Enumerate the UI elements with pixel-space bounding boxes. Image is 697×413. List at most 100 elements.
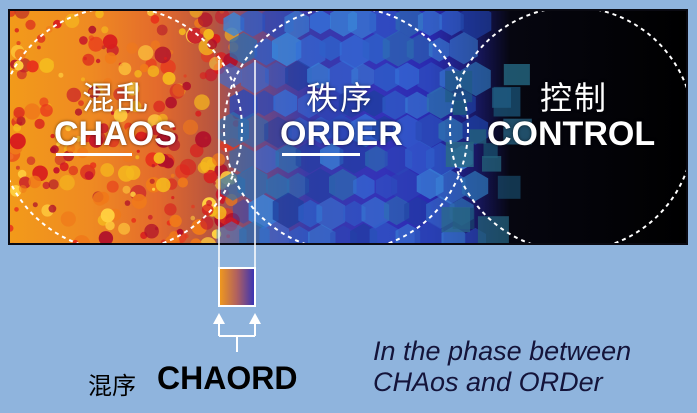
chaos-dot: [26, 156, 36, 165]
order-hexagon: [391, 168, 421, 203]
chaos-dot: [171, 196, 175, 200]
chaos-dot: [199, 72, 207, 80]
order-hexagon: [361, 196, 390, 229]
chaos-dot: [17, 169, 27, 179]
order-hexagon: [308, 224, 336, 243]
chaos-dot: [100, 208, 115, 223]
chaos-dot: [79, 36, 88, 45]
order-hexagon: [305, 168, 336, 204]
order-hexagon: [272, 32, 302, 67]
chaos-dot: [197, 161, 210, 174]
chaos-dot: [200, 237, 216, 243]
chaos-dot: [170, 173, 175, 178]
chaos-dot: [50, 133, 55, 139]
chaos-dot: [65, 125, 72, 132]
caption-line-2: CHAos and ORDer: [373, 367, 603, 397]
chaos-dot: [144, 223, 159, 239]
chaos-dot: [184, 234, 189, 239]
chaos-dot: [68, 165, 79, 176]
chaos-dot: [88, 25, 97, 34]
chaos-dot: [155, 132, 171, 148]
chaos-dot: [155, 177, 171, 193]
chaos-dot: [11, 242, 15, 243]
order-hexagon: [288, 226, 310, 243]
chaos-dot: [14, 207, 19, 212]
order-hexagon: [265, 61, 289, 89]
chaos-dot: [106, 180, 119, 193]
chaos-dot: [37, 45, 41, 50]
chaos-dot: [60, 211, 76, 227]
order-hexagon: [319, 35, 342, 61]
order-hexagon: [382, 30, 414, 67]
chaos-dot: [131, 218, 137, 223]
order-cn-label: 秩序: [306, 79, 375, 117]
chaos-dot: [10, 133, 26, 150]
order-hexagon: [343, 200, 366, 227]
chaos-dot: [25, 19, 36, 30]
chaos-dot: [203, 169, 217, 184]
order-hexagon: [320, 143, 344, 171]
order-hexagon: [404, 196, 431, 228]
chaos-dot: [89, 162, 97, 169]
chaos-dot: [169, 83, 185, 99]
order-hexagon: [216, 221, 247, 243]
chaos-dot: [16, 69, 27, 80]
chaos-dot: [157, 113, 168, 124]
banner-texture: [10, 11, 686, 243]
order-hexagon: [264, 116, 292, 149]
control-square: [469, 129, 487, 144]
chaos-dot: [187, 27, 204, 44]
chaos-dot: [40, 104, 53, 117]
chaord-cn-label: 混序: [88, 372, 136, 400]
chaos-underline: [56, 153, 132, 156]
chaos-dot: [190, 238, 202, 243]
order-hexagon: [353, 174, 375, 200]
chaos-dot: [125, 81, 140, 96]
control-square: [441, 207, 471, 233]
chaos-dot: [50, 145, 59, 154]
chaos-dot: [100, 163, 115, 177]
order-hexagon: [351, 63, 375, 90]
chaos-dot: [135, 131, 148, 145]
chaos-cn-label: 混乱: [82, 79, 151, 117]
chaos-dot: [14, 28, 19, 33]
chaos-dot: [135, 155, 140, 160]
order-hexagon: [382, 90, 408, 120]
chaos-dot: [13, 107, 25, 119]
chaos-dot: [182, 81, 191, 91]
chaos-dot: [74, 108, 83, 116]
chaos-dot: [14, 11, 30, 19]
chaord-en-label: CHAORD: [157, 360, 298, 396]
chaos-dot: [16, 116, 26, 126]
chaos-dot: [118, 222, 131, 235]
chaos-dot: [134, 70, 142, 78]
control-en-label: CONTROL: [487, 115, 656, 153]
chaos-dot: [36, 34, 46, 43]
chaos-dot: [223, 217, 238, 232]
chaos-dot: [154, 46, 172, 64]
chaos-dot: [151, 164, 155, 168]
chaos-dot: [102, 34, 118, 49]
chaos-dot: [98, 231, 114, 243]
order-hexagon: [218, 63, 242, 89]
chaos-dot: [32, 202, 38, 208]
chaos-dot: [198, 12, 213, 27]
order-hexagon: [316, 197, 346, 231]
order-hexagon: [229, 32, 258, 65]
chaos-dot: [53, 167, 60, 174]
order-circle: [223, 11, 469, 243]
order-hexagon: [309, 116, 333, 144]
order-hexagon: [438, 116, 463, 146]
chaos-dot: [101, 26, 109, 34]
chaos-dot: [204, 68, 218, 82]
chaos-dot: [10, 11, 16, 17]
chaos-dot: [125, 165, 141, 180]
chaos-dot: [183, 74, 187, 78]
chaos-dot: [110, 111, 115, 115]
chaos-dot: [28, 175, 42, 189]
chaos-dot: [34, 118, 45, 129]
order-hexagon: [273, 89, 298, 117]
chaos-dot: [125, 126, 137, 139]
control-square: [503, 64, 530, 86]
chaos-dot: [75, 135, 82, 142]
